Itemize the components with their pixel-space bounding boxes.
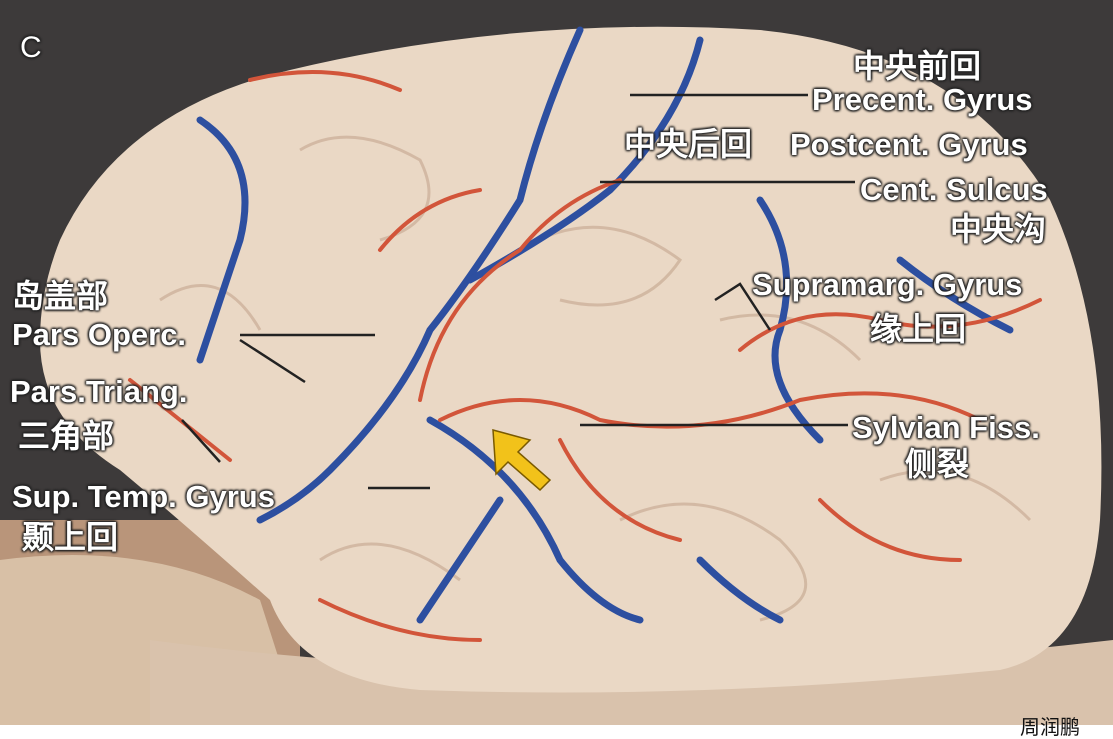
label-supramarginal-en: Supramarg. Gyrus	[752, 267, 1023, 302]
leader-lines	[181, 93, 855, 490]
label-sup-temp-cn: 颞上回	[22, 518, 119, 556]
author-signature: 周润鹏	[1020, 715, 1080, 739]
label-pars-triang-cn: 三角部	[18, 417, 115, 455]
label-precentral-cn: 中央前回	[853, 47, 982, 85]
label-postcentral-cn: 中央后回	[624, 125, 753, 163]
label-central-sulcus-cn: 中央沟	[950, 210, 1047, 248]
label-sup-temp-en: Sup. Temp. Gyrus	[12, 479, 275, 514]
label-sylvian-en: Sylvian Fiss.	[852, 410, 1040, 445]
label-precentral-en: Precent. Gyrus	[812, 82, 1033, 117]
label-postcentral-en: Postcent. Gyrus	[790, 127, 1028, 162]
label-supramarginal-cn: 缘上回	[870, 310, 967, 348]
label-pars-triang-en: Pars.Triang.	[10, 374, 188, 409]
label-pars-operc-cn: 岛盖部	[12, 277, 109, 315]
label-pars-operc-en: Pars Operc.	[12, 317, 187, 352]
label-sylvian-cn: 侧裂	[905, 445, 970, 483]
label-central-sulcus-en: Cent. Sulcus	[860, 172, 1048, 207]
arteries	[128, 70, 1042, 642]
veins	[196, 26, 1014, 624]
brain-hemisphere	[40, 26, 1102, 693]
panel-letter: C	[20, 31, 42, 64]
arrow-icon	[492, 429, 552, 492]
